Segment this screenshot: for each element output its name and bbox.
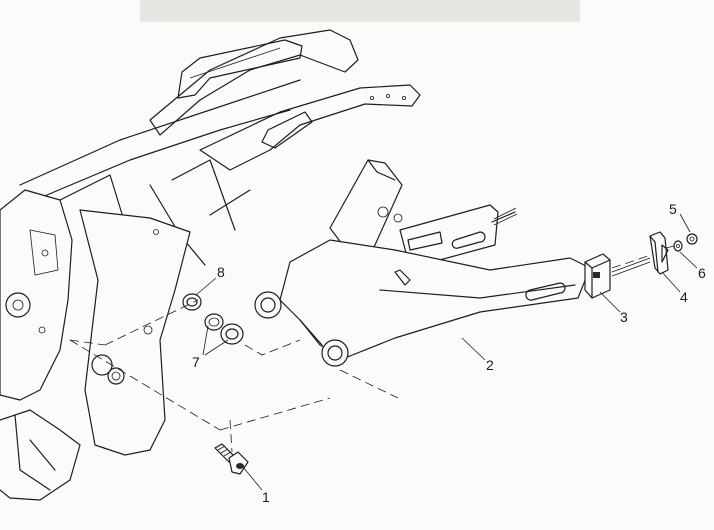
pivot-bushings <box>182 293 244 345</box>
leader-lines <box>195 213 698 491</box>
assembly-guide-lines <box>69 245 675 453</box>
callout-7: 7 <box>192 354 200 370</box>
callout-2: 2 <box>486 357 494 373</box>
callout-6: 6 <box>698 265 706 281</box>
callout-1: 1 <box>262 489 270 505</box>
callout-labels: 1 2 3 4 5 6 7 8 <box>192 201 706 505</box>
motorcycle-frame <box>0 29 421 501</box>
callout-8: 8 <box>217 264 225 280</box>
adjuster-plate <box>649 231 669 275</box>
nut-and-washer <box>673 233 698 252</box>
callout-4: 4 <box>680 289 688 305</box>
callout-3: 3 <box>620 309 628 325</box>
callout-5: 5 <box>669 201 677 217</box>
swingarm <box>254 159 591 367</box>
watermark <box>140 0 580 22</box>
adjuster-block <box>584 253 651 299</box>
